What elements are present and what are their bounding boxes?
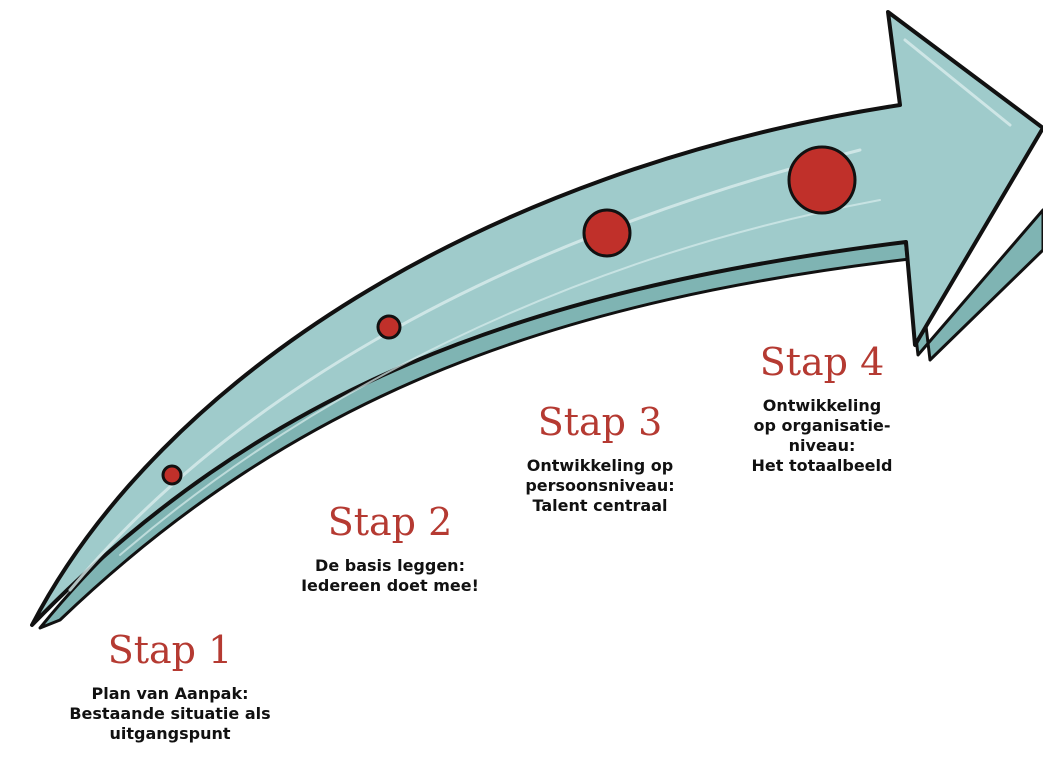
step-3-line: Ontwikkeling op — [526, 456, 674, 475]
step-4-line: Ontwikkeling — [762, 396, 882, 415]
step-1-title: Stap 1 — [107, 628, 233, 672]
milestone-dot-4 — [787, 145, 857, 215]
arrow-highlight — [903, 38, 1012, 127]
step-3-title: Stap 3 — [537, 400, 663, 444]
step-4-line: niveau: — [788, 436, 856, 455]
milestone-dot-1 — [161, 464, 183, 486]
step-2-line: Iedereen doet mee! — [301, 576, 479, 595]
step-4-line: op organisatie- — [753, 416, 891, 435]
step-1-line: uitgangspunt — [109, 724, 231, 743]
step-3-description: Ontwikkeling op persoonsniveau: Talent c… — [490, 456, 710, 516]
step-4-description: Ontwikkeling op organisatie- niveau: Het… — [722, 396, 922, 476]
step-2-description: De basis leggen: Iedereen doet mee! — [270, 556, 510, 596]
arrow-highlight — [68, 148, 862, 592]
step-3: Stap 3 Ontwikkeling op persoonsniveau: T… — [490, 400, 710, 516]
step-2: Stap 2 De basis leggen: Iedereen doet me… — [270, 500, 510, 596]
step-1: Stap 1 Plan van Aanpak: Bestaande situat… — [40, 628, 300, 744]
step-1-line: Plan van Aanpak: — [91, 684, 249, 703]
arrow-highlight — [119, 199, 881, 556]
step-3-line: Talent centraal — [532, 496, 668, 515]
step-4-line: Het totaalbeeld — [751, 456, 893, 475]
step-4-title: Stap 4 — [759, 340, 885, 384]
step-1-description: Plan van Aanpak: Bestaande situatie als … — [40, 684, 300, 744]
milestone-dot-2 — [376, 314, 402, 340]
step-3-line: persoonsniveau: — [525, 476, 675, 495]
milestone-dot-3 — [582, 208, 632, 258]
arrow-body — [30, 10, 1043, 627]
step-2-line: De basis leggen: — [315, 556, 465, 575]
step-1-line: Bestaande situatie als — [69, 704, 271, 723]
step-2-title: Stap 2 — [327, 500, 453, 544]
step-4: Stap 4 Ontwikkeling op organisatie- nive… — [722, 340, 922, 476]
